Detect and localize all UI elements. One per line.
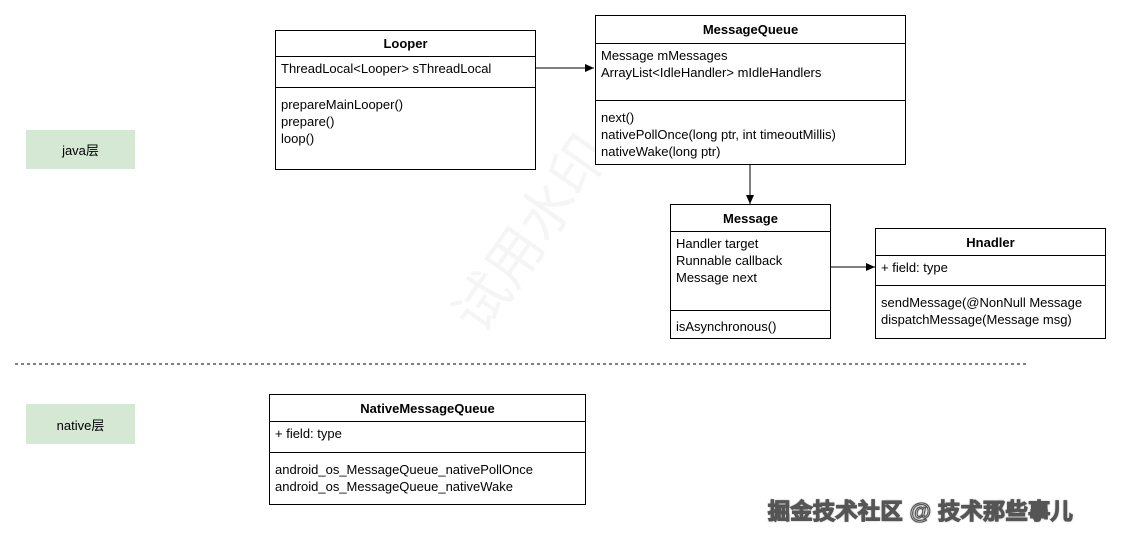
class-methods: android_os_MessageQueue_nativePollOnce a…: [270, 452, 585, 498]
class-handler: Hnadler + field: type sendMessage(@NonNu…: [875, 228, 1106, 339]
method: next(): [601, 110, 635, 125]
field: + field: type: [275, 426, 342, 441]
method: dispatchMessage(Message msg): [881, 312, 1072, 327]
native-layer-tag: native层: [26, 404, 135, 444]
method: nativePollOnce(long ptr, int timeoutMill…: [601, 127, 836, 142]
class-title: Looper: [276, 31, 535, 57]
method: isAsynchronous(): [676, 319, 777, 334]
class-methods: prepareMainLooper() prepare() loop(): [276, 87, 535, 150]
class-methods: isAsynchronous(): [671, 310, 830, 338]
class-messagequeue: MessageQueue Message mMessages ArrayList…: [595, 15, 906, 165]
field: + field: type: [881, 260, 948, 275]
field: ArrayList<IdleHandler> mIdleHandlers: [601, 65, 822, 80]
class-fields: ThreadLocal<Looper> sThreadLocal: [276, 57, 535, 87]
field: Message mMessages: [601, 48, 728, 63]
method: android_os_MessageQueue_nativeWake: [275, 479, 514, 494]
method: loop(): [281, 131, 315, 146]
class-title: Message: [671, 205, 830, 232]
method: prepareMainLooper(): [281, 97, 404, 112]
field: Runnable callback: [676, 253, 783, 268]
field: Message next: [676, 270, 757, 285]
method: sendMessage(@NonNull Message: [881, 295, 1083, 310]
class-fields: + field: type: [876, 256, 1105, 285]
class-methods: next() nativePollOnce(long ptr, int time…: [596, 100, 905, 163]
class-fields: Handler target Runnable callback Message…: [671, 232, 830, 310]
class-title: NativeMessageQueue: [270, 395, 585, 422]
method: nativeWake(long ptr): [601, 144, 721, 159]
class-nativemessagequeue: NativeMessageQueue + field: type android…: [269, 394, 586, 505]
method: prepare(): [281, 114, 335, 129]
class-fields: Message mMessages ArrayList<IdleHandler>…: [596, 44, 905, 100]
class-title: Hnadler: [876, 229, 1105, 256]
field: Handler target: [676, 236, 759, 251]
footer-credit: 掘金技术社区 @ 技术那些事儿: [767, 498, 1074, 524]
class-looper: Looper ThreadLocal<Looper> sThreadLocal …: [275, 30, 536, 170]
java-layer-tag: java层: [26, 130, 135, 169]
class-fields: + field: type: [270, 422, 585, 452]
class-message: Message Handler target Runnable callback…: [670, 204, 831, 339]
class-methods: sendMessage(@NonNull Message dispatchMes…: [876, 285, 1105, 331]
class-title: MessageQueue: [596, 16, 905, 44]
method: android_os_MessageQueue_nativePollOnce: [275, 462, 534, 477]
field: ThreadLocal<Looper> sThreadLocal: [281, 61, 492, 76]
